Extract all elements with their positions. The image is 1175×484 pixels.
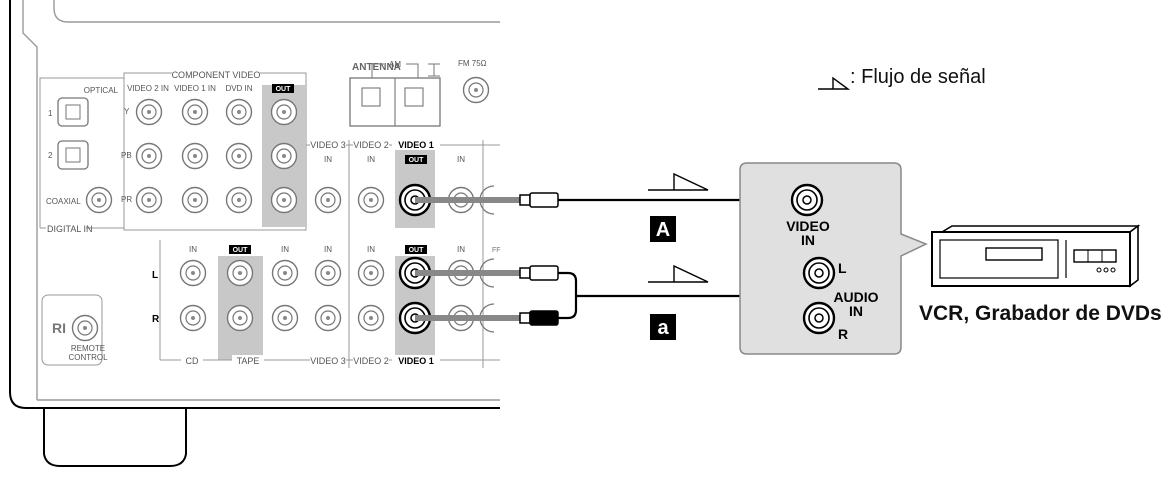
legend-signal-arrow <box>818 76 851 90</box>
video3-in-label: IN <box>324 155 332 164</box>
component-video-section: COMPONENT VIDEO VIDEO 2 IN VIDEO 1 IN DV… <box>121 70 307 231</box>
cd-label: CD <box>186 356 199 366</box>
video2-in-label: VIDEO 2 IN <box>127 84 169 93</box>
device-audio-r-jack <box>802 301 836 335</box>
optical-1-jack <box>57 97 89 127</box>
video1-top-label: VIDEO 1 <box>398 140 434 150</box>
device-caption: VCR, Grabador de DVDs <box>919 302 1162 325</box>
video2-top-label: VIDEO 2 <box>353 140 389 150</box>
video1-audio-out-label: OUT <box>409 247 425 254</box>
audio-r-label: R <box>152 314 160 325</box>
video1-out-label: OUT <box>409 157 425 164</box>
receiver-back-panel <box>9 0 500 467</box>
video-cable-label: A <box>656 219 670 241</box>
row-pr-label: PR <box>121 195 132 204</box>
am-label: AM <box>389 60 401 69</box>
cut-off-label: FF <box>492 247 501 254</box>
device-video-in-jack <box>790 183 824 217</box>
receiver-foot <box>43 408 187 467</box>
tape-label: TAPE <box>237 356 260 366</box>
signal-flow-arrow-audio <box>648 264 709 283</box>
antenna-label: ANTENNA <box>352 62 401 73</box>
cd-in-label: IN <box>189 245 197 254</box>
video1-in-col-label: IN <box>457 155 465 164</box>
component-out-label: OUT <box>276 86 292 93</box>
video3-top-label: VIDEO 3 <box>310 140 346 150</box>
fm-label: FM 75Ω <box>458 59 487 68</box>
row-y-label: Y <box>124 107 130 116</box>
audio-cable-label-badge: a <box>650 314 676 340</box>
device-video-label-1: VIDEO <box>786 218 830 234</box>
row-pb-label: PB <box>121 151 132 160</box>
coaxial-jack <box>85 186 113 214</box>
audio-l-label: L <box>152 270 158 281</box>
optical-2-jack <box>57 140 89 170</box>
optical-2-label: 2 <box>48 151 53 160</box>
remote-control-section: RI REMOTE CONTROL <box>41 294 108 366</box>
optical-label: OPTICAL <box>84 86 119 95</box>
device-l-label: L <box>838 260 847 276</box>
video2-audio-in-label: IN <box>367 245 375 254</box>
audio-cable-label: a <box>657 317 669 339</box>
legend-signal-flow: : Flujo de señal <box>850 66 986 88</box>
component-video-label: COMPONENT VIDEO <box>172 70 261 80</box>
digital-in-section: OPTICAL 1 2 COAXIAL DIGITAL IN <box>39 77 125 234</box>
device-video-label-2: IN <box>801 232 815 248</box>
video-cable-label-badge: A <box>650 216 676 242</box>
remote-label-2: CONTROL <box>68 353 108 362</box>
video2-bottom-label: VIDEO 2 <box>353 356 389 366</box>
dvd-in-label: DVD IN <box>225 84 252 93</box>
coaxial-label: COAXIAL <box>46 197 81 206</box>
ri-logo: RI <box>52 320 66 336</box>
video1-audio-in-label: IN <box>457 245 465 254</box>
device-audio-label-1: AUDIO <box>833 289 878 305</box>
video2-in-col-label: IN <box>367 155 375 164</box>
video1-bottom-label: VIDEO 1 <box>398 356 434 366</box>
video1-in-label: VIDEO 1 IN <box>174 84 216 93</box>
device-audio-l-jack <box>802 256 836 290</box>
remote-label-1: REMOTE <box>71 344 105 353</box>
fm-antenna-jack <box>462 76 490 104</box>
optical-1-label: 1 <box>48 109 53 118</box>
remote-control-jack <box>71 314 99 342</box>
tape-out-label: OUT <box>233 247 249 254</box>
device-audio-label-2: IN <box>849 303 863 319</box>
video3-audio-in-label: IN <box>324 245 332 254</box>
digital-in-label: DIGITAL IN <box>47 224 93 234</box>
device-r-label: R <box>838 326 848 342</box>
signal-flow-arrow-video <box>648 172 709 191</box>
tape-in-label: IN <box>281 245 289 254</box>
audio-io-section: IN OUT IN IN IN OUT IN FF L R CD TAPE VI… <box>152 240 501 366</box>
video-io-section: VIDEO 3 VIDEO 2 VIDEO 1 IN IN OUT IN <box>306 140 500 368</box>
device-input-panel: VIDEO IN L R AUDIO IN <box>739 162 928 355</box>
antenna-section: ANTENNA AM FM 75Ω <box>349 59 490 127</box>
vcr-dvd-recorder-icon <box>931 224 1141 288</box>
video3-bottom-label: VIDEO 3 <box>310 356 346 366</box>
